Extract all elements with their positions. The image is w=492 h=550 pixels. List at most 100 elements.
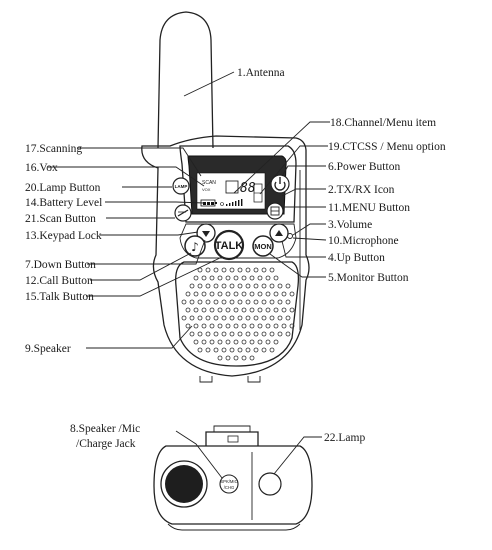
lcd-channel-digits: 88 — [240, 181, 256, 196]
grille-hole — [233, 307, 239, 313]
grille-hole — [197, 331, 203, 337]
grille-hole — [285, 283, 291, 289]
keypad-panel — [179, 223, 297, 259]
grille-hole — [249, 323, 255, 329]
grille-hole — [257, 291, 263, 297]
grille-hole — [225, 323, 231, 329]
grille-hole — [241, 275, 247, 281]
grille-hole — [253, 331, 259, 337]
grille-hole — [229, 315, 235, 321]
grille-hole — [285, 315, 291, 321]
grille-hole — [213, 347, 219, 353]
monitor-button[interactable]: MON — [252, 235, 274, 257]
grille-hole — [205, 331, 211, 337]
grille-hole — [257, 275, 263, 281]
label-down-button: 7.Down Button — [25, 259, 96, 271]
power-button[interactable] — [270, 174, 290, 194]
grille-hole — [205, 299, 211, 305]
grille-hole — [205, 283, 211, 289]
grille-hole — [249, 275, 255, 281]
label-speaker-mic-jack-line2: /Charge Jack — [76, 438, 136, 450]
grille-hole — [245, 331, 251, 337]
grille-hole — [209, 275, 215, 281]
grille-hole — [265, 339, 271, 345]
label-scanning: 17.Scanning — [25, 143, 82, 155]
belt-clip-slot — [227, 435, 239, 443]
grille-hole — [213, 267, 219, 273]
grille-hole — [205, 315, 211, 321]
grille-hole — [265, 307, 271, 313]
talk-button[interactable]: TALK — [213, 229, 245, 261]
jack-label-line1: SPK/MIC — [220, 479, 237, 484]
label-antenna: 1.Antenna — [237, 67, 285, 79]
grille-hole — [245, 315, 251, 321]
lcd-vox-indicator: VOX — [202, 187, 211, 192]
grille-hole — [213, 283, 219, 289]
speaker-mic-charge-jack[interactable] — [219, 474, 239, 494]
grille-hole — [237, 299, 243, 305]
grille-hole — [181, 299, 187, 305]
up-button[interactable] — [269, 223, 289, 243]
grille-hole — [209, 323, 215, 329]
call-button[interactable]: ♪ — [184, 235, 206, 257]
grille-hole — [209, 307, 215, 313]
grille-hole — [193, 339, 199, 345]
label-ctcss-menu-option: 19.CTCSS / Menu option — [328, 141, 446, 153]
grille-hole — [285, 331, 291, 337]
grille-hole — [253, 267, 259, 273]
svg-text:LAMP: LAMP — [175, 184, 188, 189]
grille-hole — [241, 339, 247, 345]
top-body-rim — [167, 523, 301, 531]
label-call-button: 12.Call Button — [25, 275, 93, 287]
antenna-base-inner — [165, 465, 203, 503]
grille-hole — [265, 291, 271, 297]
grille-hole — [229, 283, 235, 289]
grille-hole — [217, 355, 223, 361]
grille-hole — [213, 299, 219, 305]
grille-hole — [241, 323, 247, 329]
grille-hole — [185, 307, 191, 313]
grille-hole — [261, 267, 267, 273]
grille-hole — [229, 347, 235, 353]
grille-hole — [253, 315, 259, 321]
radio-body — [141, 135, 310, 377]
grille-hole — [261, 315, 267, 321]
grille-hole — [257, 323, 263, 329]
grille-hole — [229, 299, 235, 305]
lamp-button[interactable]: LAMP — [172, 177, 190, 195]
grille-hole — [209, 339, 215, 345]
menu-button[interactable] — [266, 202, 284, 220]
grille-hole — [197, 299, 203, 305]
grille-hole — [229, 267, 235, 273]
grille-hole — [189, 283, 195, 289]
grille-hole — [213, 331, 219, 337]
scan-button[interactable] — [174, 204, 192, 222]
grille-hole — [265, 275, 271, 281]
grille-hole — [249, 339, 255, 345]
grille-hole — [289, 291, 295, 297]
svg-text:MON: MON — [254, 242, 272, 251]
grille-hole — [197, 347, 203, 353]
grille-hole — [205, 347, 211, 353]
grille-hole — [269, 283, 275, 289]
grille-hole — [237, 267, 243, 273]
grille-hole — [197, 267, 203, 273]
label-talk-button: 15.Talk Button — [25, 291, 94, 303]
label-up-button: 4.Up Button — [328, 252, 385, 264]
grille-hole — [197, 283, 203, 289]
top-body-outline — [153, 445, 313, 525]
grille-hole — [273, 275, 279, 281]
grille-hole — [217, 275, 223, 281]
callout-labels: 1.Antenna 17.Scanning 16.Vox 20.Lamp But… — [25, 67, 446, 450]
grille-hole — [281, 323, 287, 329]
grille-hole — [253, 299, 259, 305]
grille-hole — [245, 267, 251, 273]
leader-lines — [48, 71, 330, 479]
grille-hole — [189, 299, 195, 305]
belt-clip — [205, 431, 259, 446]
grille-hole — [281, 307, 287, 313]
grille-hole — [233, 291, 239, 297]
lcd-digit-box — [225, 180, 239, 194]
label-scan-button: 21.Scan Button — [25, 213, 96, 225]
grille-hole — [233, 339, 239, 345]
